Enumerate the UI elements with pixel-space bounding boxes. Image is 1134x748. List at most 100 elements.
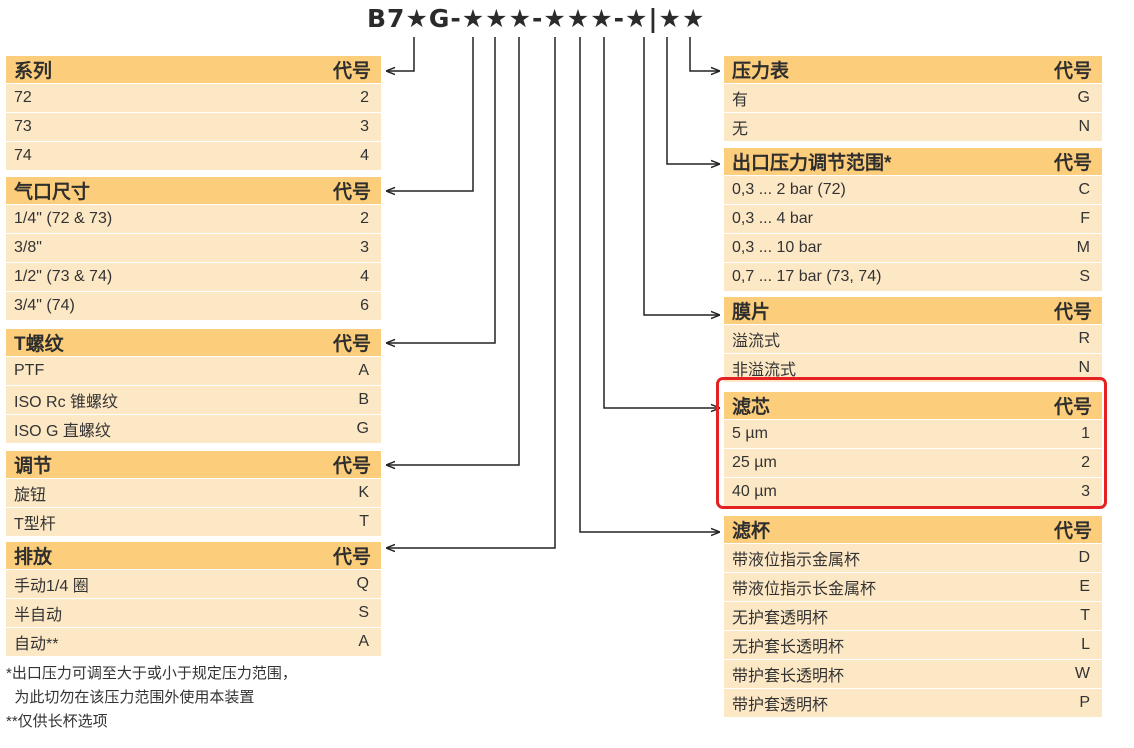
table-title: 压力表 xyxy=(732,61,790,82)
table-title: 滤芯 xyxy=(732,397,771,418)
option-code: 3 xyxy=(1081,483,1090,500)
option-label: 无护套透明杯 xyxy=(732,610,829,627)
option-code: S xyxy=(358,604,369,621)
table-row: 0,3 ... 10 bar M xyxy=(724,234,1102,262)
connector-adjustment xyxy=(387,37,520,465)
table-header: 膜片 代号 xyxy=(724,297,1102,324)
option-code: R xyxy=(1078,330,1090,347)
option-code: S xyxy=(1079,268,1090,285)
table-header: 出口压力调节范围*代号 xyxy=(724,148,1102,175)
option-code: 4 xyxy=(360,147,369,164)
table-row: 25 µm 2 xyxy=(724,449,1102,477)
code-header: 代号 xyxy=(1053,521,1092,542)
connector-outlet-pressure xyxy=(666,37,719,164)
table-title: 膜片 xyxy=(732,302,771,323)
option-code: D xyxy=(1078,549,1090,566)
table-title: 气口尺寸 xyxy=(14,182,91,203)
option-code: B xyxy=(358,391,369,408)
table-header: 排放代号 xyxy=(6,542,381,569)
footnote: *出口压力可调至大于或小于规定压力范围， xyxy=(6,665,297,682)
table-row: 无护套透明杯 T xyxy=(724,602,1102,630)
option-code: L xyxy=(1081,636,1090,653)
connector-element xyxy=(603,37,719,408)
table-row: T型杆 T xyxy=(6,508,381,536)
option-label: 无护套长透明杯 xyxy=(732,639,845,656)
option-label: 带护套长透明杯 xyxy=(732,668,845,685)
table-row: 1/2" (73 & 74) 4 xyxy=(6,263,381,291)
table-header: 气口尺寸代号 xyxy=(6,177,381,204)
option-code: Q xyxy=(356,575,369,592)
connector-gauge xyxy=(689,37,719,71)
option-label: 1/4" (72 & 73) xyxy=(14,210,113,227)
port-size-table: 气口尺寸代号 1/4" (72 & 73) 2 3/8" 3 1/2" (73 & … xyxy=(6,177,381,320)
option-label: 带液位指示长金属杯 xyxy=(732,581,877,598)
table-title: 调节 xyxy=(14,456,53,477)
option-code: A xyxy=(358,633,369,650)
footnote: **仅供长杯选项 xyxy=(6,713,108,730)
code-header: 代号 xyxy=(332,334,371,355)
option-label: 1/2" (73 & 74) xyxy=(14,268,113,285)
table-title: 系列 xyxy=(14,61,53,82)
code-header: 代号 xyxy=(1053,302,1092,323)
option-code: C xyxy=(1078,181,1090,198)
option-label: 5 µm xyxy=(732,425,768,442)
option-code: T xyxy=(359,513,369,530)
option-code: 2 xyxy=(360,210,369,227)
option-label: 3/8" xyxy=(14,239,42,256)
table-row: 无护套长透明杯 L xyxy=(724,631,1102,659)
option-code: 2 xyxy=(1081,454,1090,471)
table-row: PTF A xyxy=(6,357,381,385)
option-label: 溢流式 xyxy=(732,333,781,350)
option-label: T型杆 xyxy=(14,516,56,533)
option-label: 非溢流式 xyxy=(732,362,797,379)
option-code: G xyxy=(356,420,369,437)
table-row: 带液位指示长金属杯 E xyxy=(724,573,1102,601)
table-row: 带护套长透明杯 W xyxy=(724,660,1102,688)
option-code: T xyxy=(1080,607,1090,624)
connector-series xyxy=(387,37,415,71)
option-code: W xyxy=(1074,665,1090,682)
option-code: P xyxy=(1079,694,1090,711)
option-code: 6 xyxy=(360,297,369,314)
option-label: 25 µm xyxy=(732,454,777,471)
table-header: 压力表代号 xyxy=(724,56,1102,83)
code-header: 代号 xyxy=(332,456,371,477)
table-header: 系列代号 xyxy=(6,56,381,83)
option-code: 3 xyxy=(360,239,369,256)
highlight-box xyxy=(716,377,1107,509)
table-header: 滤杯代号 xyxy=(724,516,1102,543)
connector-port-size xyxy=(387,37,474,191)
table-row: 0,3 ... 2 bar (72) C xyxy=(724,176,1102,204)
footnote: 为此切勿在该压力范围外使用本装置 xyxy=(6,689,255,706)
option-label: 带护套透明杯 xyxy=(732,697,829,714)
code-header: 代号 xyxy=(1053,397,1092,418)
option-code: A xyxy=(358,362,369,379)
option-code: 4 xyxy=(360,268,369,285)
option-label: 0,3 ... 10 bar xyxy=(732,239,822,256)
option-label: 0,3 ... 2 bar (72) xyxy=(732,181,846,198)
option-code: M xyxy=(1076,239,1090,256)
connector-drain xyxy=(387,37,556,548)
option-code: E xyxy=(1079,578,1090,595)
option-label: PTF xyxy=(14,362,45,379)
footnotes: *出口压力可调至大于或小于规定压力范围， 为此切勿在该压力范围外使用本装置 **… xyxy=(6,662,297,734)
option-code: F xyxy=(1080,210,1090,227)
option-label: ISO G 直螺纹 xyxy=(14,423,111,440)
option-label: 3/4" (74) xyxy=(14,297,75,314)
